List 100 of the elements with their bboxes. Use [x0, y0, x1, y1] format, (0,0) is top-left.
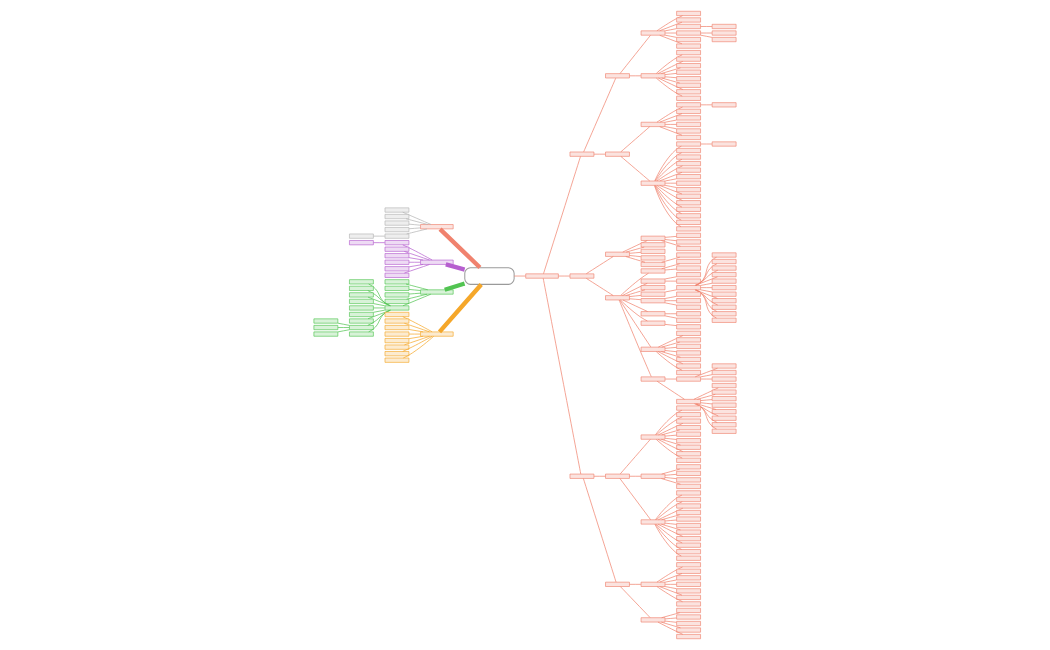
connector: [696, 403, 717, 410]
node-bar: [384, 240, 410, 246]
connector: [373, 307, 386, 309]
node-bar: [676, 56, 701, 62]
node-bar: [676, 490, 701, 496]
connector: [700, 26, 713, 27]
node-bar: [640, 473, 666, 479]
connector: [664, 519, 677, 522]
connector: [657, 507, 684, 521]
node-bar: [640, 235, 666, 241]
connector: [619, 299, 652, 348]
node-bar: [676, 50, 701, 56]
node-bar: [676, 69, 701, 75]
connector: [655, 158, 683, 182]
connector: [664, 579, 677, 583]
connector: [661, 77, 681, 84]
connector: [664, 378, 677, 380]
node-bar: [676, 575, 701, 581]
node-bar: [676, 363, 701, 369]
connector: [664, 268, 677, 271]
node-bar: [384, 318, 410, 324]
node-bar: [349, 312, 374, 317]
node-bar: [711, 278, 737, 284]
node-bar: [676, 568, 701, 574]
connector: [402, 293, 432, 307]
connector: [661, 263, 681, 270]
node-bar: [676, 24, 701, 29]
connector: [593, 475, 606, 477]
connector: [408, 223, 421, 226]
connector: [693, 387, 719, 400]
connector: [656, 15, 683, 32]
node-bar: [384, 298, 410, 304]
node-bar: [384, 285, 410, 291]
connector: [664, 620, 677, 623]
node-bar: [676, 594, 701, 600]
node-bar: [676, 259, 701, 265]
connector: [656, 185, 683, 201]
connector: [373, 303, 386, 307]
connector: [654, 185, 682, 214]
connector: [694, 269, 719, 286]
node-bar: [676, 425, 701, 431]
node-bar: [384, 233, 410, 239]
node-bar: [384, 220, 410, 226]
node-bar: [349, 279, 374, 285]
node-bar: [676, 503, 701, 509]
connector: [404, 264, 430, 274]
connector: [659, 113, 683, 123]
connector: [655, 77, 683, 97]
connector: [664, 315, 677, 319]
node-bar: [711, 265, 737, 271]
connector: [404, 251, 430, 261]
connector: [583, 77, 617, 153]
connector: [664, 473, 677, 476]
node-bar: [676, 444, 701, 450]
connector: [408, 257, 424, 261]
connector: [700, 402, 713, 405]
node-bar: [384, 207, 410, 213]
connector: [622, 299, 648, 312]
connector: [655, 185, 683, 208]
connector: [585, 278, 614, 296]
node-bar: [384, 292, 410, 298]
node-bar: [420, 289, 454, 295]
connector: [659, 172, 683, 182]
connector: [660, 438, 681, 446]
node-bar: [711, 422, 737, 428]
connector: [664, 34, 677, 38]
node-bar: [676, 438, 701, 444]
connector: [664, 289, 677, 293]
node-bar: [640, 285, 666, 291]
node-bar: [640, 311, 666, 317]
node-bar: [711, 311, 737, 317]
node-bar: [349, 292, 374, 298]
node-bar: [711, 141, 737, 147]
node-bar: [676, 102, 701, 108]
connector: [444, 281, 466, 292]
connector: [661, 612, 681, 619]
connector: [659, 586, 683, 596]
node-bar: [676, 457, 701, 463]
connector: [408, 329, 424, 333]
connector: [695, 263, 718, 286]
node-bar: [676, 245, 701, 251]
node-bar: [676, 76, 701, 82]
node-bar: [676, 621, 701, 626]
connector: [542, 277, 582, 475]
node-bar: [676, 154, 701, 160]
node-bar: [711, 428, 737, 434]
node-bar: [676, 200, 701, 206]
node-bar: [676, 232, 701, 238]
connector: [368, 283, 391, 307]
connector: [657, 438, 684, 452]
connector: [620, 299, 648, 322]
node-bar: [640, 268, 666, 274]
node-bar: [676, 108, 701, 114]
node-bar: [384, 272, 410, 278]
node-bar: [313, 325, 339, 331]
connector: [622, 240, 648, 253]
connector: [694, 367, 718, 378]
connector: [664, 324, 677, 326]
node-bar: [676, 536, 701, 542]
connector: [622, 282, 648, 296]
